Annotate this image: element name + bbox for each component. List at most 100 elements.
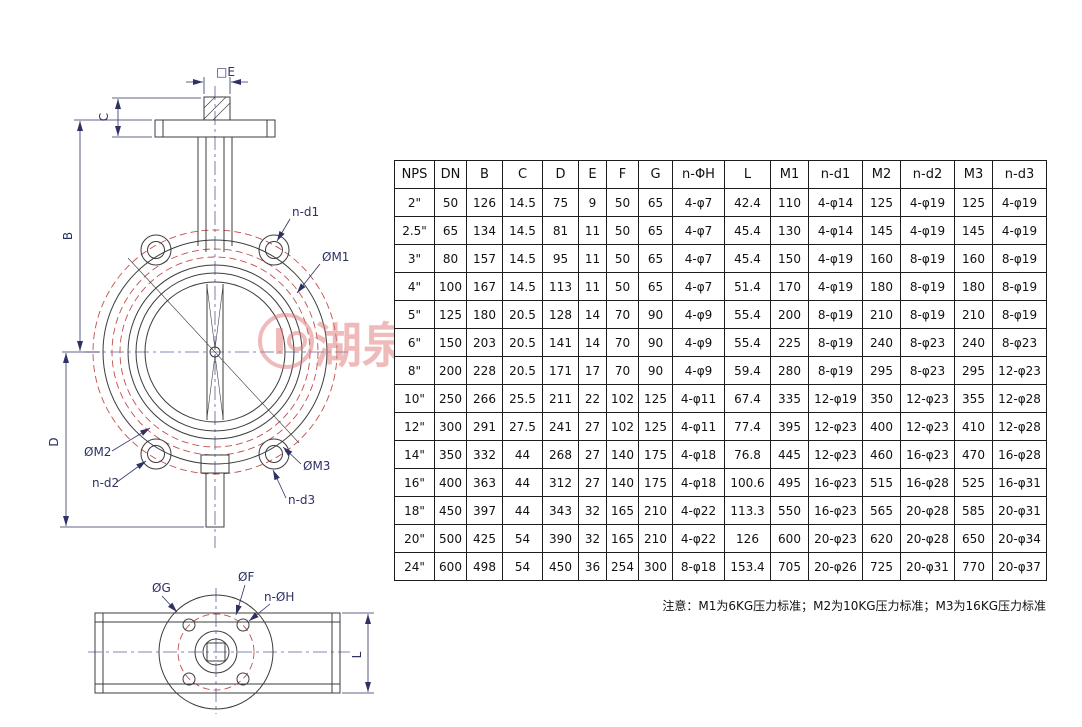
table-cell: 20-φ34 bbox=[992, 524, 1047, 553]
table-cell: 390 bbox=[542, 524, 579, 553]
table-cell: 425 bbox=[466, 524, 503, 553]
watermark-logo-bar bbox=[276, 328, 283, 354]
table-cell: 67.4 bbox=[724, 384, 771, 413]
table-cell: 4-φ19 bbox=[900, 188, 955, 217]
table-cell: 4-φ11 bbox=[672, 412, 725, 441]
body-circle-2 bbox=[127, 264, 303, 440]
table-cell: 4-φ22 bbox=[672, 496, 725, 525]
column-header: n-ΦH bbox=[672, 160, 725, 189]
table-cell: 470 bbox=[954, 440, 993, 469]
table-cell: 770 bbox=[954, 552, 993, 581]
table-cell: 22 bbox=[578, 384, 607, 413]
table-cell: 400 bbox=[434, 468, 467, 497]
table-cell: 75 bbox=[542, 188, 579, 217]
table-cell: 295 bbox=[862, 356, 901, 385]
table-cell: 525 bbox=[954, 468, 993, 497]
label-m2: ØM2 bbox=[84, 445, 111, 459]
table-cell: 291 bbox=[466, 412, 503, 441]
table-cell: 2.5" bbox=[394, 216, 435, 245]
table-cell: 50 bbox=[606, 244, 639, 273]
table-cell: 363 bbox=[466, 468, 503, 497]
table-cell: 14 bbox=[578, 300, 607, 329]
table-cell: 8-φ19 bbox=[900, 300, 955, 329]
lug-top-right-hole bbox=[265, 241, 283, 259]
leader-f bbox=[235, 584, 246, 616]
lug-top-left-hole bbox=[147, 241, 165, 259]
table-cell: 397 bbox=[466, 496, 503, 525]
bolt-hole-1 bbox=[236, 618, 250, 632]
table-cell: 445 bbox=[770, 440, 809, 469]
table-cell: 157 bbox=[466, 244, 503, 273]
table-cell: 12-φ23 bbox=[992, 356, 1047, 385]
table-cell: 8-φ19 bbox=[992, 300, 1047, 329]
table-cell: 44 bbox=[502, 440, 543, 469]
table-cell: 16" bbox=[394, 468, 435, 497]
table-cell: 175 bbox=[638, 440, 673, 469]
table-cell: 8-φ18 bbox=[672, 552, 725, 581]
table-cell: 20-φ31 bbox=[900, 552, 955, 581]
table-cell: 102 bbox=[606, 384, 639, 413]
table-cell: 20-φ31 bbox=[992, 496, 1047, 525]
table-cell: 268 bbox=[542, 440, 579, 469]
table-cell: 167 bbox=[466, 272, 503, 301]
stem-square-hole bbox=[206, 642, 226, 662]
table-cell: 8-φ23 bbox=[900, 328, 955, 357]
table-cell: 24" bbox=[394, 552, 435, 581]
table-cell: 4-φ18 bbox=[672, 468, 725, 497]
table-cell: 410 bbox=[954, 412, 993, 441]
table-cell: 100.6 bbox=[724, 468, 771, 497]
table-cell: 17 bbox=[578, 356, 607, 385]
table-cell: 27.5 bbox=[502, 412, 543, 441]
column-header: n-d3 bbox=[992, 160, 1047, 189]
bolt-hole-2 bbox=[182, 618, 196, 632]
table-cell: 113.3 bbox=[724, 496, 771, 525]
table-cell: 12-φ23 bbox=[900, 384, 955, 413]
table-cell: 55.4 bbox=[724, 328, 771, 357]
table-cell: 44 bbox=[502, 496, 543, 525]
table-cell: 10" bbox=[394, 384, 435, 413]
table-cell: 14" bbox=[394, 440, 435, 469]
table-cell: 12-φ28 bbox=[992, 412, 1047, 441]
table-cell: 8-φ19 bbox=[900, 244, 955, 273]
table-cell: 280 bbox=[770, 356, 809, 385]
table-cell: 16-φ28 bbox=[992, 440, 1047, 469]
table-cell: 81 bbox=[542, 216, 579, 245]
bottom-stub bbox=[205, 472, 225, 528]
label-m1: ØM1 bbox=[322, 250, 349, 264]
lug-bottom-right bbox=[258, 438, 290, 470]
table-cell: 200 bbox=[770, 300, 809, 329]
table-cell: 515 bbox=[862, 468, 901, 497]
table-cell: 54 bbox=[502, 552, 543, 581]
table-cell: 4-φ22 bbox=[672, 524, 725, 553]
table-cell: 42.4 bbox=[724, 188, 771, 217]
hatch-1 bbox=[203, 96, 216, 109]
table-cell: 12-φ28 bbox=[992, 384, 1047, 413]
table-cell: 350 bbox=[434, 440, 467, 469]
table-cell: 343 bbox=[542, 496, 579, 525]
front-view-dimensions: □E C B D n-d1 ØM1 ØM2 n-d2 ØM3 bbox=[47, 65, 349, 528]
table-cell: 27 bbox=[578, 468, 607, 497]
table-cell: 134 bbox=[466, 216, 503, 245]
table-cell: 145 bbox=[862, 216, 901, 245]
bolt-circle-m2 bbox=[111, 248, 319, 456]
column-header: L bbox=[724, 160, 771, 189]
table-cell: 620 bbox=[862, 524, 901, 553]
leader-n-h bbox=[248, 603, 271, 622]
table-cell: 550 bbox=[770, 496, 809, 525]
table-cell: 210 bbox=[862, 300, 901, 329]
label-d: D bbox=[47, 437, 61, 446]
lug-bottom-left-hole bbox=[147, 445, 165, 463]
table-cell: 4-φ7 bbox=[672, 272, 725, 301]
table-cell: 16-φ23 bbox=[808, 468, 863, 497]
table-cell: 141 bbox=[542, 328, 579, 357]
table-cell: 5" bbox=[394, 300, 435, 329]
table-cell: 4-φ7 bbox=[672, 216, 725, 245]
table-cell: 650 bbox=[954, 524, 993, 553]
table-cell: 126 bbox=[466, 188, 503, 217]
